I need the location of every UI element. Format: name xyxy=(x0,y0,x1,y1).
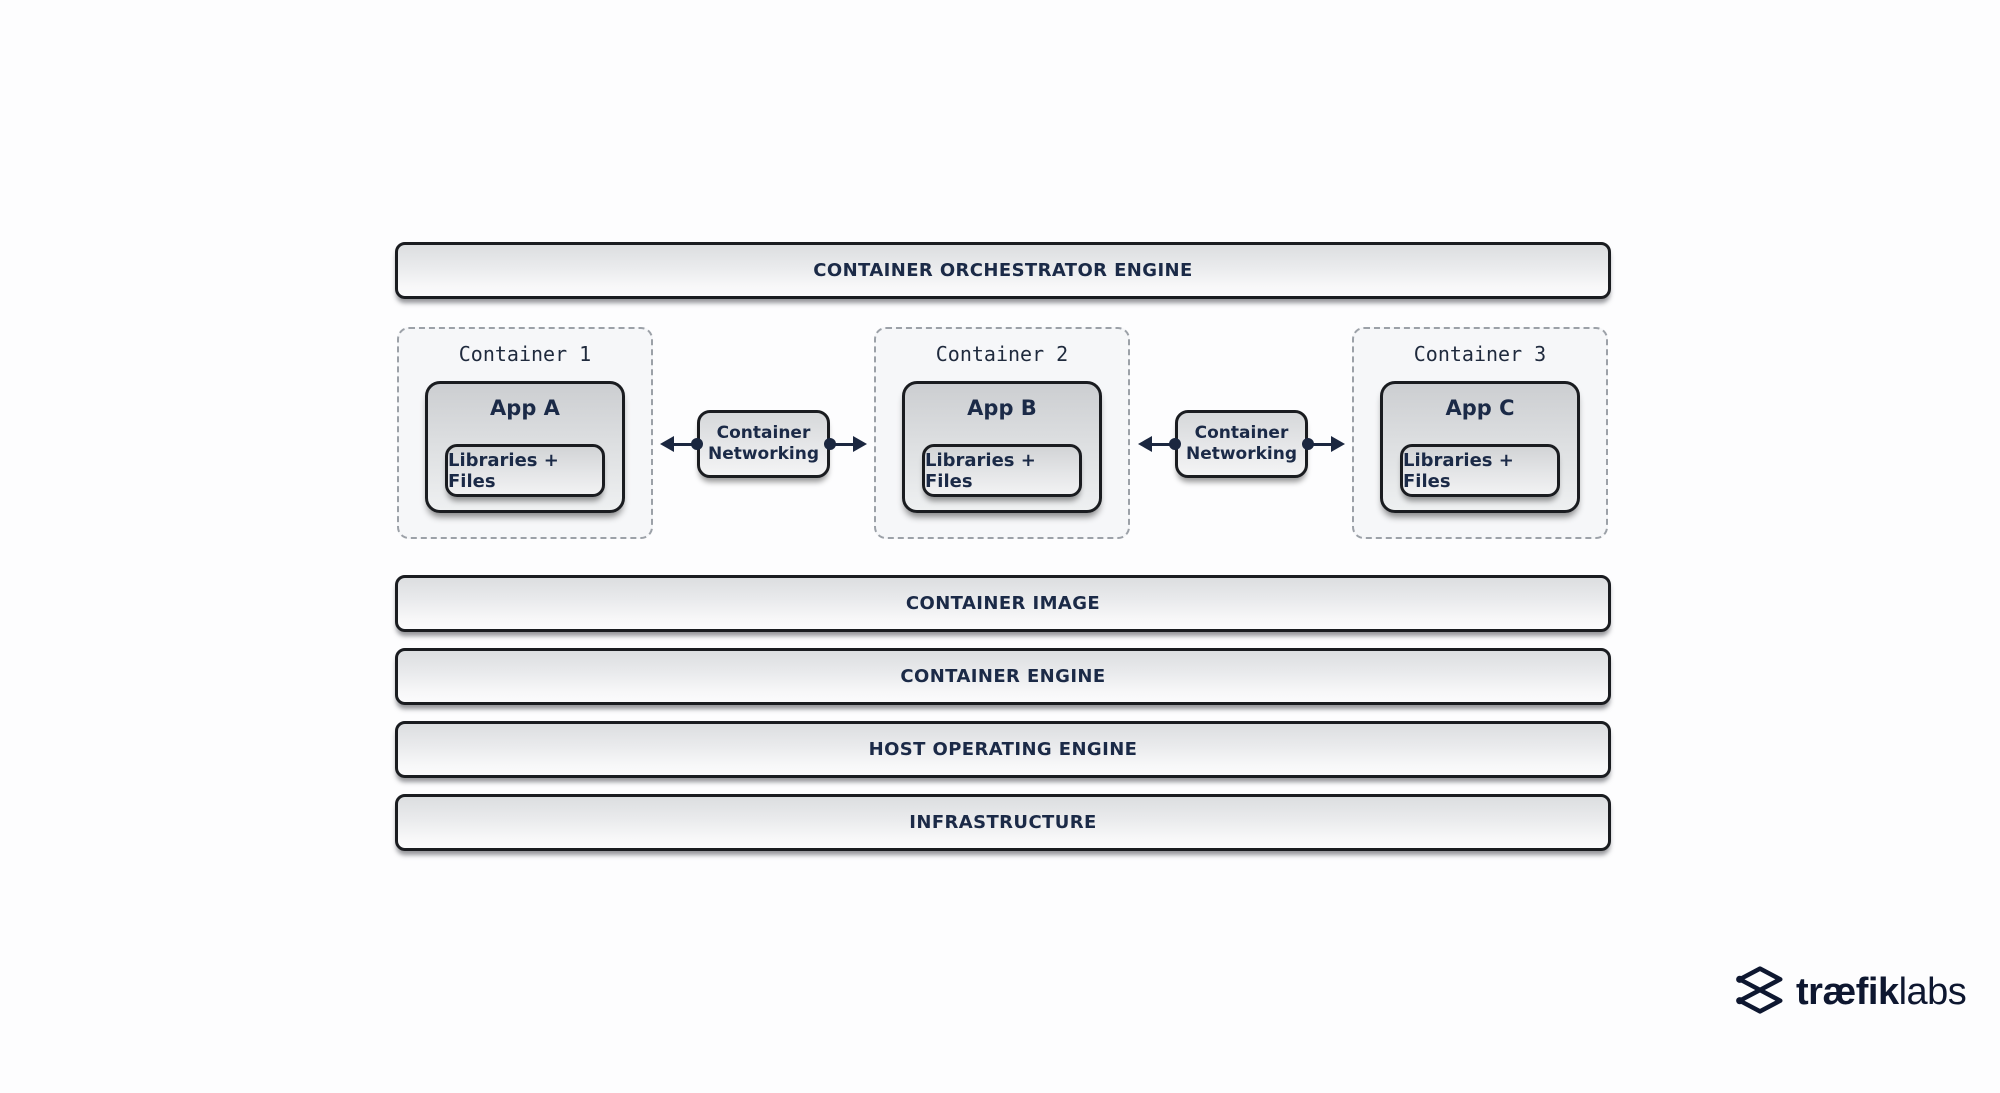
arrow-line xyxy=(1308,443,1333,446)
container-networking-label: Container Networking xyxy=(707,423,820,464)
libraries-files-box: Libraries + Files xyxy=(445,444,605,497)
arrow-head-left-icon xyxy=(1138,436,1152,452)
libraries-files-box: Libraries + Files xyxy=(1400,444,1560,497)
container-networking-label: Container Networking xyxy=(1185,423,1298,464)
infrastructure-bar: INFRASTRUCTURE xyxy=(395,794,1611,851)
traefiklabs-logo-icon xyxy=(1733,963,1787,1021)
container-engine-bar: CONTAINER ENGINE xyxy=(395,648,1611,705)
container-orchestrator-engine-bar: CONTAINER ORCHESTRATOR ENGINE xyxy=(395,242,1611,299)
arrow-dot xyxy=(1169,438,1181,450)
arrow-line xyxy=(830,443,855,446)
host-operating-engine-bar: HOST OPERATING ENGINE xyxy=(395,721,1611,778)
app-a-box: App A Libraries + Files xyxy=(425,381,625,513)
container-2-title: Container 2 xyxy=(935,342,1069,366)
container-engine-label: CONTAINER ENGINE xyxy=(900,666,1106,687)
container-1-title: Container 1 xyxy=(458,342,592,366)
libraries-files-box: Libraries + Files xyxy=(922,444,1082,497)
container-networking-box-1: Container Networking xyxy=(697,410,830,478)
libraries-files-label: Libraries + Files xyxy=(448,449,559,492)
container-networking-box-2: Container Networking xyxy=(1175,410,1308,478)
app-c-label: App C xyxy=(1445,396,1515,420)
libraries-files-label: Libraries + Files xyxy=(1403,449,1514,492)
arrow-line xyxy=(672,443,697,446)
infrastructure-label: INFRASTRUCTURE xyxy=(909,812,1097,833)
container-orchestrator-engine-label: CONTAINER ORCHESTRATOR ENGINE xyxy=(813,260,1193,281)
traefiklabs-wordmark: træfiklabs xyxy=(1796,970,1967,1014)
app-c-box: App C Libraries + Files xyxy=(1380,381,1580,513)
arrow-head-left-icon xyxy=(660,436,674,452)
traefiklabs-logo: træfiklabs xyxy=(1733,963,1967,1021)
libraries-files-label: Libraries + Files xyxy=(925,449,1036,492)
container-image-label: CONTAINER IMAGE xyxy=(905,593,1101,614)
host-operating-engine-label: HOST OPERATING ENGINE xyxy=(868,739,1138,760)
labs-wordmark-light: labs xyxy=(1898,970,1967,1013)
container-1-box: Container 1 App A Libraries + Files xyxy=(397,327,653,539)
container-3-title: Container 3 xyxy=(1413,342,1547,366)
arrow-line xyxy=(1150,443,1175,446)
arrow-dot xyxy=(691,438,703,450)
arrow-head-right-icon xyxy=(853,436,867,452)
container-3-box: Container 3 App C Libraries + Files xyxy=(1352,327,1608,539)
traefik-wordmark-bold: træfik xyxy=(1796,970,1899,1013)
app-a-label: App A xyxy=(490,396,560,420)
app-b-label: App B xyxy=(967,396,1037,420)
container-2-box: Container 2 App B Libraries + Files xyxy=(874,327,1130,539)
container-image-bar: CONTAINER IMAGE xyxy=(395,575,1611,632)
arrow-head-right-icon xyxy=(1331,436,1345,452)
app-b-box: App B Libraries + Files xyxy=(902,381,1102,513)
